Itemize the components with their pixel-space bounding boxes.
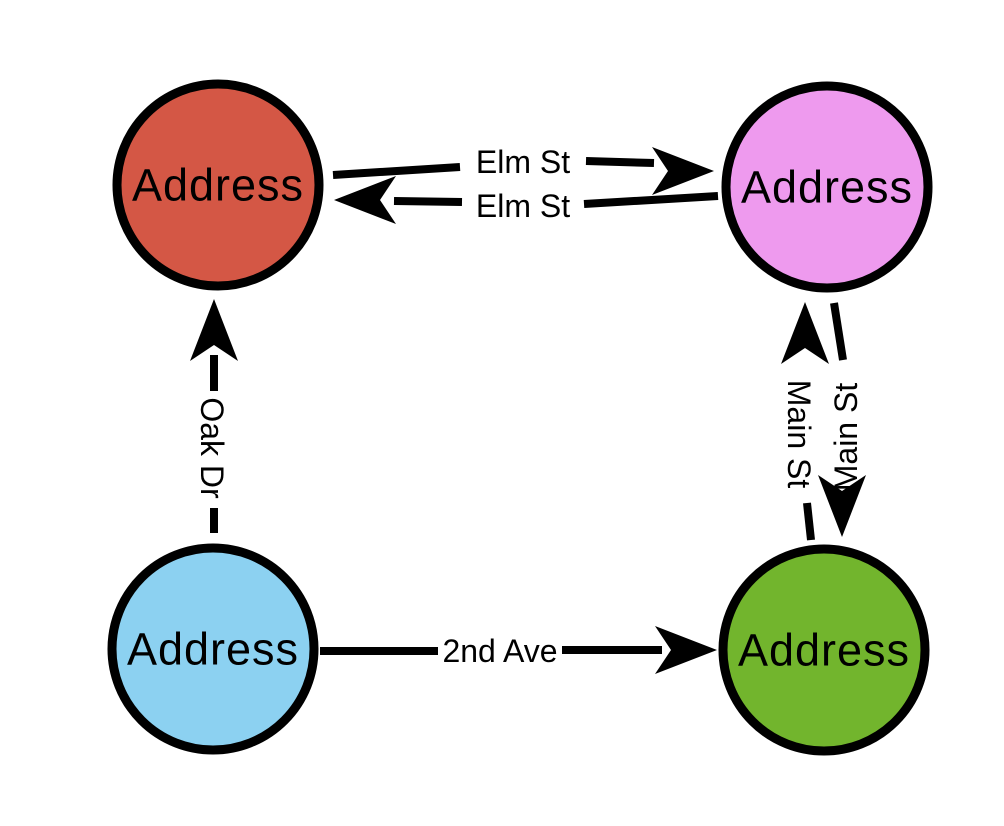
edge-elm-st-forward[interactable]: Elm St (332, 144, 714, 195)
node-circle-bottom-right[interactable] (718, 544, 930, 756)
edge-label-oak-dr: Oak Dr (194, 397, 230, 499)
node-top-left[interactable]: Address (112, 79, 324, 291)
node-circle-top-left[interactable] (112, 79, 324, 291)
edge-segment (583, 192, 719, 208)
edge-label-main-st-up: Main St (781, 380, 817, 489)
edge-main-st-down[interactable]: Main St (818, 302, 866, 537)
node-label-bottom-right: Address (738, 625, 910, 676)
node-circle-bottom-left[interactable] (107, 543, 319, 755)
node-bottom-left[interactable]: Address (107, 543, 319, 755)
arrowhead-right-icon (652, 147, 714, 195)
node-bottom-right[interactable]: Address (718, 544, 930, 756)
arrowhead-up-icon (781, 302, 829, 364)
edge-segment (803, 502, 815, 541)
edge-label-2nd-ave: 2nd Ave (442, 633, 557, 669)
edge-label-elm-st-forward: Elm St (476, 144, 570, 180)
arrowhead-right-icon (655, 626, 717, 674)
edge-segment (830, 302, 847, 361)
node-label-top-right: Address (741, 162, 913, 213)
arrowhead-left-icon (334, 176, 396, 224)
edge-segment (332, 163, 461, 179)
edge-label-elm-st-back: Elm St (476, 188, 570, 224)
node-circle-top-right[interactable] (721, 81, 933, 293)
node-top-right[interactable]: Address (721, 81, 933, 293)
edge-2nd-ave[interactable]: 2nd Ave (320, 626, 717, 674)
edge-segment (393, 197, 463, 206)
edge-segment (585, 157, 655, 167)
edge-main-st-up[interactable]: Main St (781, 302, 829, 541)
arrowhead-down-icon (818, 475, 866, 537)
edge-oak-dr[interactable]: Oak Dr (190, 299, 238, 533)
node-label-bottom-left: Address (127, 624, 299, 675)
node-label-top-left: Address (132, 160, 304, 211)
edge-elm-st-back[interactable]: Elm St (334, 176, 719, 224)
arrowhead-up-icon (190, 299, 238, 361)
edge-label-main-st-down: Main St (828, 383, 864, 492)
